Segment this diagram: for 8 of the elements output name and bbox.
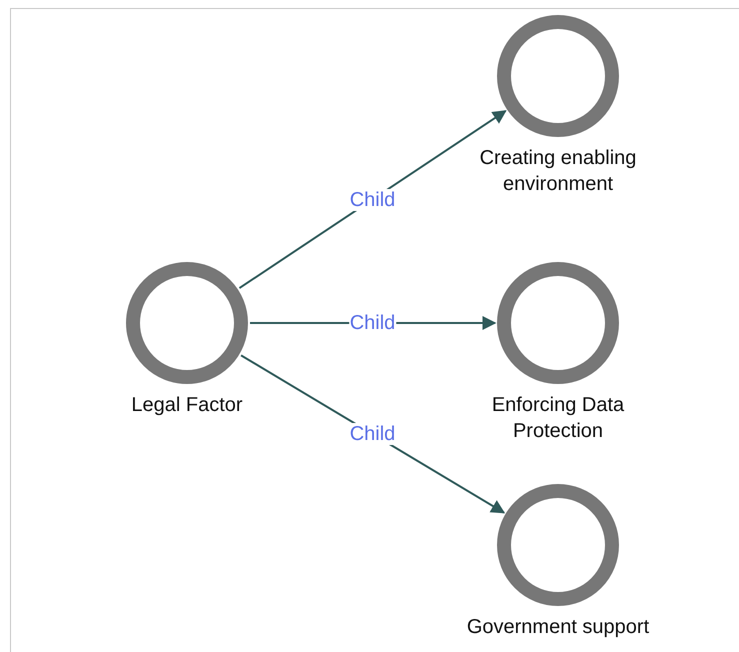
arrow: [238, 110, 507, 289]
node-label: Government support: [466, 615, 650, 640]
node-label: Enforcing Data Protection: [490, 393, 626, 444]
arrow: [240, 354, 506, 514]
edge-label: Child: [348, 188, 396, 210]
node-label: Creating enabling environment: [478, 146, 638, 197]
edge-label: Child: [348, 423, 396, 445]
node-label: Legal Factor: [131, 393, 243, 418]
